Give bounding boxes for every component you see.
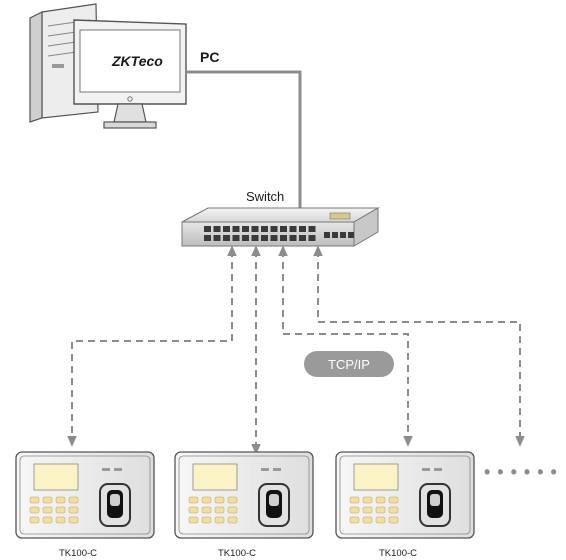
keypad-key xyxy=(68,496,79,504)
pc-computer: ZKTeco PC xyxy=(29,3,219,129)
device-screen xyxy=(353,463,399,491)
switch-port xyxy=(232,226,240,232)
switch-port xyxy=(242,226,249,232)
protocol-label: TCP/IP xyxy=(328,357,370,372)
network-switch-icon xyxy=(181,207,380,247)
device-row: TK100-C TK100-C TK100-C xyxy=(15,451,475,559)
keypad-key xyxy=(29,496,40,504)
keypad-key xyxy=(227,516,238,524)
keypad-key xyxy=(188,506,199,514)
switch-port xyxy=(270,235,278,241)
switch-port xyxy=(308,235,316,241)
more-devices-indicator: • • • • • • xyxy=(484,462,558,482)
device-label: TK100-C xyxy=(218,548,256,559)
link-more-devices xyxy=(313,245,525,447)
keypad-key xyxy=(42,516,53,524)
keypad-key xyxy=(201,496,212,504)
switch-port xyxy=(223,226,230,232)
keypad-key xyxy=(388,506,399,514)
brand-logo: ZKTeco xyxy=(111,53,163,69)
fingerprint-terminal-icon xyxy=(335,451,475,539)
device-screen xyxy=(33,463,79,491)
switch-port xyxy=(204,226,211,232)
link-device-3 xyxy=(278,245,413,447)
link-device-1 xyxy=(67,245,237,447)
switch-port xyxy=(280,226,287,232)
device-label: TK100-C xyxy=(379,548,417,559)
keypad-key xyxy=(388,516,399,524)
switch-ports xyxy=(204,226,354,241)
keypad-key xyxy=(214,516,225,524)
keypad-key xyxy=(201,516,212,524)
switch-uplink-port xyxy=(348,232,354,238)
keypad-key xyxy=(214,496,225,504)
keypad-key xyxy=(42,506,53,514)
keypad-key xyxy=(29,506,40,514)
switch-port xyxy=(223,235,230,241)
monitor-icon: ZKTeco xyxy=(73,19,187,129)
brand-logo-text: ZKTeco xyxy=(111,53,163,69)
fingerprint-terminal-icon xyxy=(15,451,155,539)
keypad-key xyxy=(362,516,373,524)
pc-label: PC xyxy=(200,49,219,65)
keypad-key xyxy=(214,506,225,514)
keypad-key xyxy=(388,496,399,504)
switch-port xyxy=(251,235,259,241)
keypad-key xyxy=(68,506,79,514)
switch-label: Switch xyxy=(246,189,284,204)
switch-port xyxy=(251,226,259,232)
keypad-key xyxy=(29,516,40,524)
switch-port xyxy=(204,235,211,241)
keypad-key xyxy=(201,506,212,514)
keypad-key xyxy=(375,506,386,514)
switch-port xyxy=(280,235,287,241)
switch-port xyxy=(213,235,221,241)
switch-port xyxy=(308,226,316,232)
keypad-key xyxy=(55,506,66,514)
switch-port xyxy=(299,226,306,232)
keypad-key xyxy=(68,516,79,524)
keypad-key xyxy=(227,496,238,504)
keypad-key xyxy=(55,516,66,524)
switch-port xyxy=(289,235,297,241)
switch-port xyxy=(213,226,221,232)
keypad-key xyxy=(349,496,360,504)
keypad-key xyxy=(362,496,373,504)
switch-uplink-port xyxy=(340,232,346,238)
switch-port xyxy=(242,235,249,241)
switch-port xyxy=(261,226,268,232)
keypad-key xyxy=(349,516,360,524)
keypad-key xyxy=(349,506,360,514)
device-screen xyxy=(192,463,238,491)
keypad-key xyxy=(188,496,199,504)
device-label: TK100-C xyxy=(59,548,97,559)
switch-port xyxy=(289,226,297,232)
dashed-links xyxy=(67,245,525,455)
tcpip-badge: TCP/IP xyxy=(304,351,394,377)
keypad-key xyxy=(375,496,386,504)
switch-port xyxy=(261,235,268,241)
switch-uplink-port xyxy=(332,232,338,238)
pc-switch-link xyxy=(186,70,302,210)
keypad-key xyxy=(42,496,53,504)
keypad-key xyxy=(188,516,199,524)
fingerprint-terminal-icon xyxy=(174,451,314,539)
keypad-key xyxy=(362,506,373,514)
switch-port xyxy=(232,235,240,241)
switch-port xyxy=(299,235,306,241)
keypad-key xyxy=(375,516,386,524)
switch-uplink-port xyxy=(324,232,330,238)
switch-port xyxy=(270,226,278,232)
keypad-key xyxy=(227,506,238,514)
keypad-key xyxy=(55,496,66,504)
